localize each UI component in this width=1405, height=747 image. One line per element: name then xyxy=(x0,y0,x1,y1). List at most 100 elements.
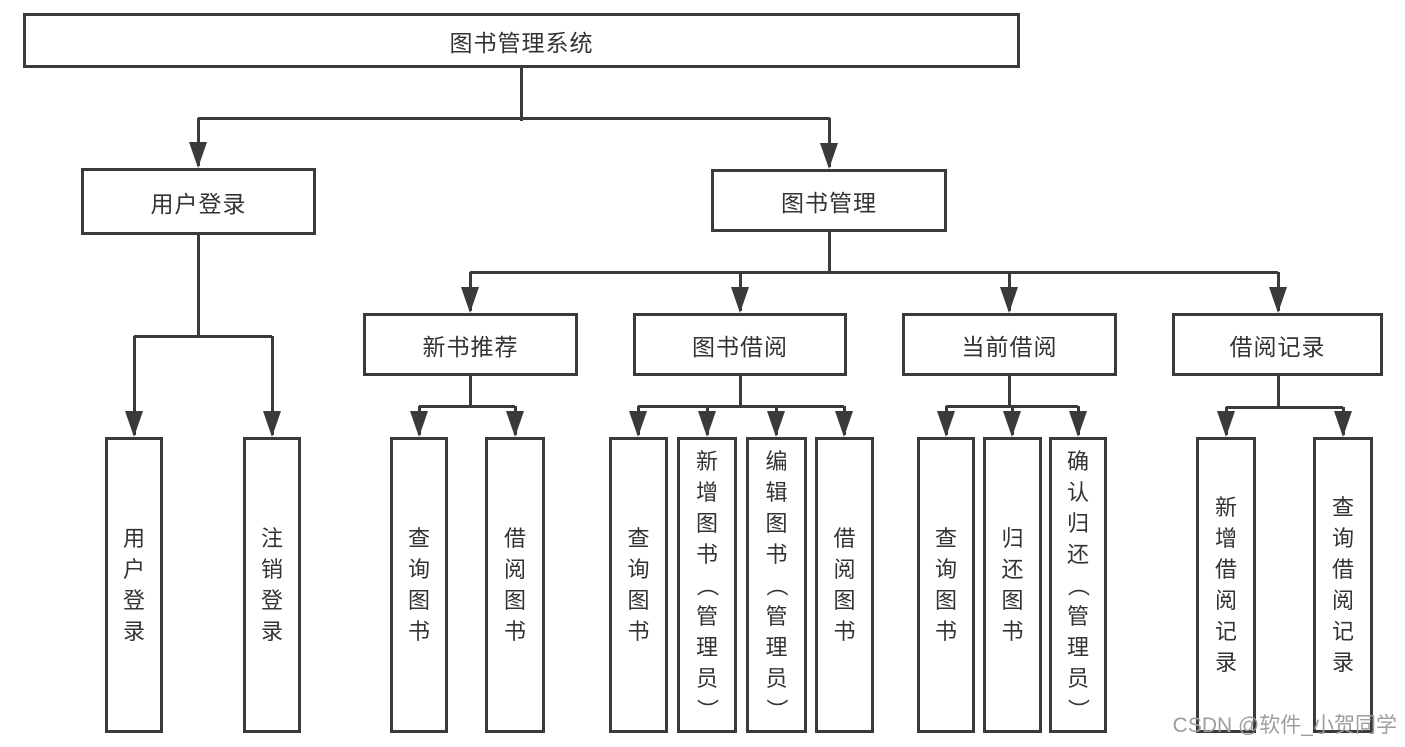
node-label-char: 注 xyxy=(260,526,283,551)
node-label-char: 书 xyxy=(695,541,718,567)
node-label-char: 录 xyxy=(1331,650,1354,675)
node-label-char: 图 xyxy=(503,588,526,613)
node-label-char: 书 xyxy=(934,619,957,644)
connector-line xyxy=(828,232,831,272)
connector-line xyxy=(520,68,523,121)
node-label-char: 录 xyxy=(260,619,283,644)
arrow-down-icon xyxy=(506,411,524,437)
arrow-down-icon xyxy=(1269,287,1287,313)
node-label-char: 书 xyxy=(1001,619,1024,644)
node-label-char: 理 xyxy=(765,634,788,660)
arrow-down-icon xyxy=(461,287,479,313)
node-label-char: 询 xyxy=(407,557,430,582)
node-label-char: 编 xyxy=(765,448,788,474)
node-label-char: 图 xyxy=(833,588,856,613)
node-label-char: 认 xyxy=(1066,479,1089,505)
node-leaf-logout: 注销登录 xyxy=(243,437,301,733)
node-label-char: ） xyxy=(764,697,789,720)
node-leaf-query-borrow-record: 查询借阅记录 xyxy=(1313,437,1373,733)
node-label-char: 书 xyxy=(765,541,788,567)
node-leaf-return-books: 归还图书 xyxy=(983,437,1042,733)
node-leaf-add-borrow-record: 新增借阅记录 xyxy=(1196,437,1256,733)
node-label-char: 归 xyxy=(1001,526,1024,551)
node-label-char: （ xyxy=(1065,573,1091,596)
node-label-char: 图 xyxy=(627,588,650,613)
connector-line xyxy=(133,336,136,435)
node-label-char: 询 xyxy=(1331,526,1354,551)
node-label-char: 图 xyxy=(407,588,430,613)
node-label-char: 新 xyxy=(695,448,718,474)
connector-line xyxy=(828,118,831,167)
node-current-borrowing: 当前借阅 xyxy=(902,313,1117,376)
node-label-char: 辑 xyxy=(765,479,788,505)
connector-line xyxy=(739,376,742,406)
arrow-down-icon xyxy=(820,143,838,169)
arrow-down-icon xyxy=(189,142,207,168)
arrow-down-icon xyxy=(1334,411,1352,437)
node-label-char: （ xyxy=(764,573,789,596)
node-label-char: 查 xyxy=(934,526,957,551)
node-label: 当前借阅 xyxy=(961,333,1058,360)
node-label: 新书推荐 xyxy=(422,333,519,360)
node-label-char: 录 xyxy=(122,619,145,644)
node-label-char: 理 xyxy=(1066,634,1089,660)
node-label: 借阅记录 xyxy=(1229,333,1326,360)
node-label: 用户登录 xyxy=(150,190,247,217)
node-label-char: （ xyxy=(694,573,720,596)
connector-line xyxy=(419,405,515,408)
node-label-char: 询 xyxy=(627,557,650,582)
node-label-char: 理 xyxy=(695,634,718,660)
arrow-down-icon xyxy=(1000,287,1018,313)
node-label-char: 借 xyxy=(833,526,856,551)
node-label-char: 还 xyxy=(1001,557,1024,582)
arrow-down-icon xyxy=(1069,411,1087,437)
node-label-char: 查 xyxy=(627,526,650,551)
node-label-char: 图 xyxy=(695,510,718,536)
connector-line xyxy=(198,117,830,120)
node-label-char: 书 xyxy=(627,619,650,644)
node-label-char: ） xyxy=(1065,697,1091,720)
node-label-char: 管 xyxy=(765,603,788,629)
node-leaf-borrow-books-borrowing: 借阅图书 xyxy=(815,437,874,733)
arrow-down-icon xyxy=(937,411,955,437)
node-label-char: 询 xyxy=(934,557,957,582)
node-label-char: 阅 xyxy=(833,557,856,582)
node-book-management: 图书管理 xyxy=(711,169,947,232)
node-leaf-confirm-return-admin: 确认归还（管理员） xyxy=(1049,437,1107,733)
node-leaf-edit-books-admin: 编辑图书（管理员） xyxy=(746,437,807,733)
arrow-down-icon xyxy=(410,411,428,437)
node-label-char: 图 xyxy=(934,588,957,613)
node-label-char: 借 xyxy=(1331,557,1354,582)
connector-line xyxy=(271,336,274,435)
connector-line xyxy=(197,235,200,336)
node-book-borrowing: 图书借阅 xyxy=(633,313,847,376)
node-label: 图书管理系统 xyxy=(449,29,594,56)
node-label-char: 图 xyxy=(1001,588,1024,613)
arrow-down-icon xyxy=(263,411,281,437)
node-label-char: 增 xyxy=(695,479,718,505)
node-label: 图书管理 xyxy=(781,189,877,216)
node-label-char: 书 xyxy=(833,619,856,644)
arrow-down-icon xyxy=(835,411,853,437)
watermark: CSDN @软件_小贺同学 xyxy=(1172,714,1397,737)
node-label-char: 销 xyxy=(260,557,283,582)
arrow-down-icon xyxy=(1003,411,1021,437)
arrow-down-icon xyxy=(629,411,647,437)
connector-line xyxy=(1226,406,1343,409)
node-label-char: 户 xyxy=(122,557,145,582)
node-label-char: 新 xyxy=(1214,495,1237,520)
node-label-char: 阅 xyxy=(503,557,526,582)
node-label-char: 用 xyxy=(122,526,145,551)
connector-line xyxy=(134,335,272,338)
connector-line xyxy=(638,405,844,408)
connector-line xyxy=(1277,376,1280,407)
connector-line xyxy=(469,376,472,406)
node-label-char: 书 xyxy=(407,619,430,644)
arrow-down-icon xyxy=(767,411,785,437)
connector-line xyxy=(470,271,1278,274)
node-label-char: 确 xyxy=(1066,448,1089,474)
node-label-char: 借 xyxy=(503,526,526,551)
node-label-char: 记 xyxy=(1331,619,1354,644)
node-borrowing-records: 借阅记录 xyxy=(1172,313,1383,376)
